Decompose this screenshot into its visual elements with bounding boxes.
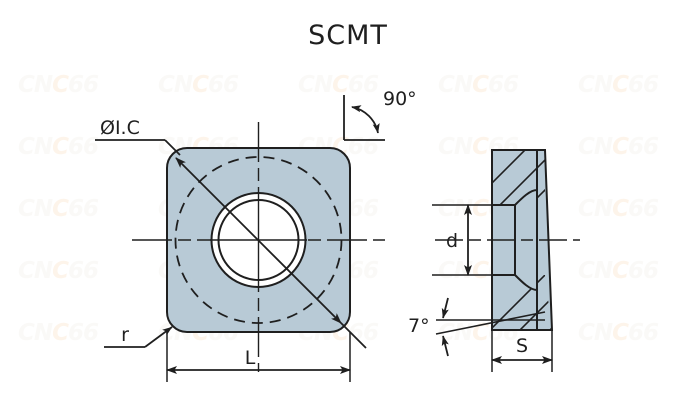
side-upper-section-fill (492, 150, 537, 205)
angle7-arrow-upper (441, 297, 449, 319)
corner-angle-label: 90° (383, 88, 417, 110)
angle90-arc-arrow (351, 105, 380, 134)
angle7-inclined-line (435, 311, 546, 335)
corner-radius-label: r (121, 324, 129, 346)
side-view-group: d 7° S (408, 149, 580, 372)
ic-leader-tail-lower (340, 322, 367, 349)
drawing-title: SCMT (308, 20, 388, 51)
ic-label-leader (164, 139, 181, 156)
relief-angle-label: 7° (408, 315, 430, 337)
inscribed-circle-dimension-line (175, 157, 342, 324)
length-dimension-label: L (245, 347, 256, 369)
r-label-leader (144, 326, 173, 348)
top-view-group: ØI.C r 90° L (95, 88, 417, 382)
thickness-dimension-label: S (516, 335, 528, 357)
side-hatching-upper (492, 150, 545, 205)
hole-diameter-label: d (446, 230, 458, 252)
inscribed-circle-label: ØI.C (100, 117, 140, 139)
side-hatching-lower (492, 275, 552, 330)
angle7-arrow-lower (441, 335, 449, 357)
